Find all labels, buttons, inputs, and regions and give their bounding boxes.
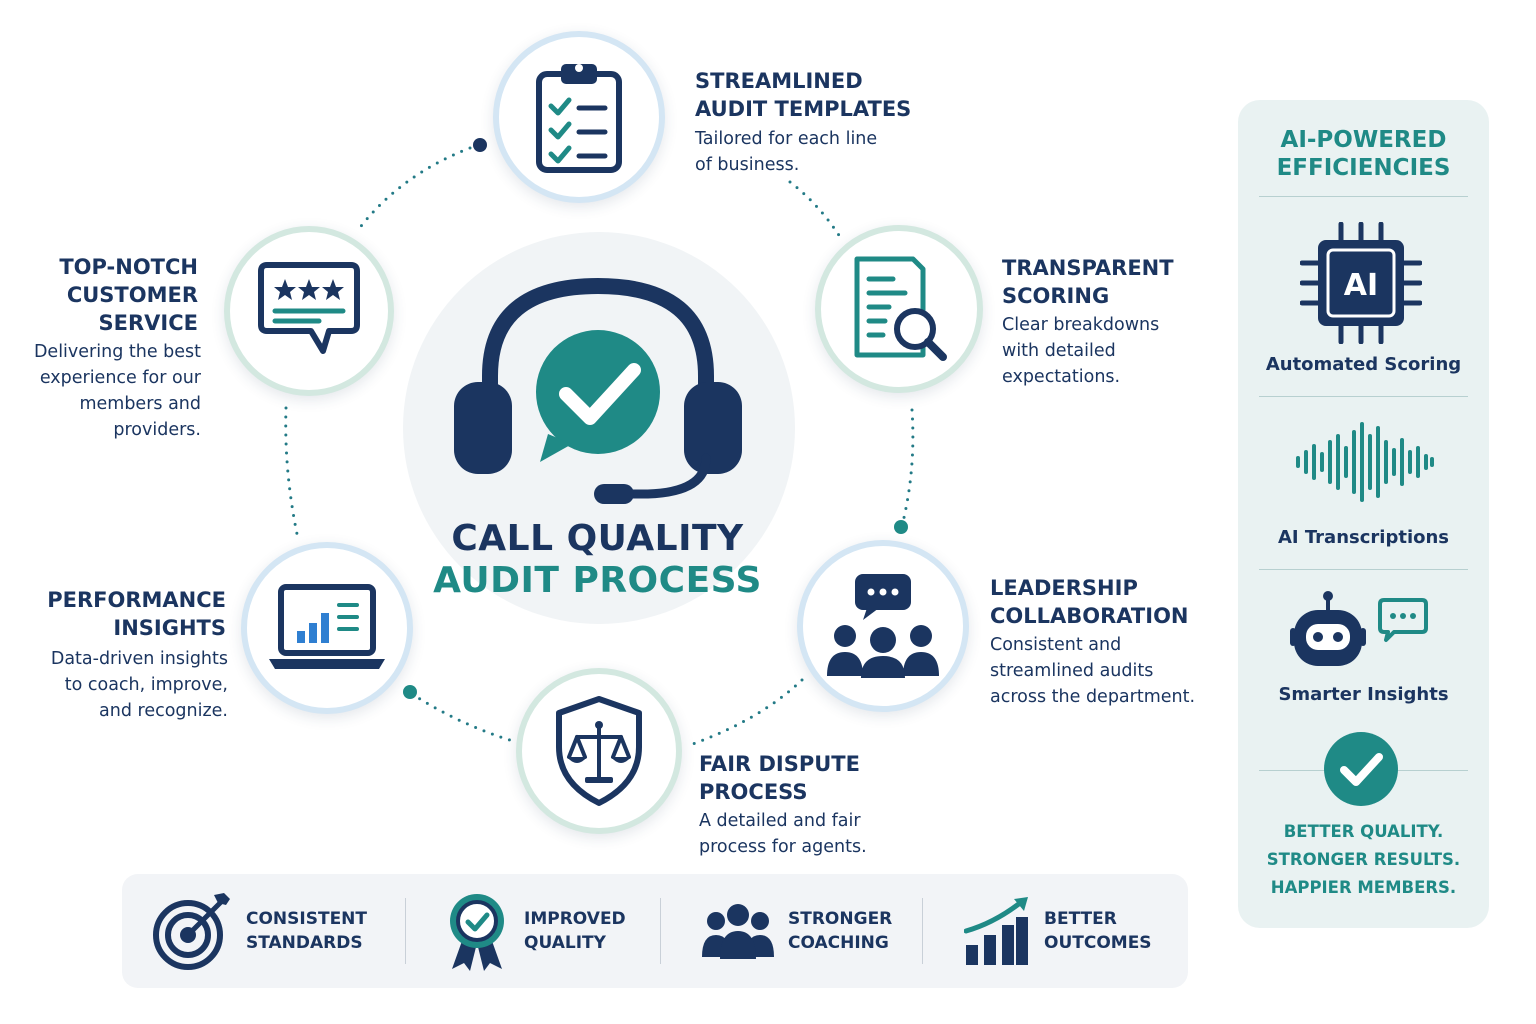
benefit-label: BETTER OUTCOMES: [1044, 909, 1152, 953]
node-fair-dispute-process: [516, 668, 682, 834]
node-transparent-scoring: [815, 225, 983, 393]
divider: [922, 898, 923, 964]
node-label-fair-dispute-process: FAIR DISPUTE PROCESS: [699, 752, 860, 804]
node-label-top-notch-customer-service: TOP-NOTCH CUSTOMER SERVICE: [59, 255, 198, 335]
check-circle-icon: [1324, 732, 1398, 806]
node-label-performance-insights: PERFORMANCE INSIGHTS: [47, 588, 226, 640]
node-label-transparent-scoring: TRANSPARENT SCORING: [1002, 256, 1174, 308]
benefit-better-outcomes: BETTER OUTCOMES: [964, 874, 1152, 988]
panel-divider: [1259, 569, 1468, 570]
node-label-leadership-collaboration: LEADERSHIP COLLABORATION: [990, 576, 1189, 628]
panel-tagline: BETTER QUALITY. STRONGER RESULTS. HAPPIE…: [1266, 822, 1461, 897]
target-arrow-icon: [153, 893, 230, 970]
panel-divider: [1259, 196, 1468, 197]
document-magnifier-icon: [854, 256, 947, 361]
node-top-notch-customer-service: [224, 226, 394, 396]
benefit-improved-quality: IMPROVED QUALITY: [444, 874, 626, 988]
benefit-label: STRONGER COACHING: [788, 909, 893, 953]
robot-chat-icon: [1290, 591, 1428, 666]
node-leadership-collaboration: [797, 540, 969, 712]
ai-chip-text: AI: [1344, 268, 1378, 303]
panel-divider: [1259, 396, 1468, 397]
node-desc-fair-dispute-process: A detailed and fair process for agents.: [699, 811, 867, 857]
sound-wave-icon: [1296, 422, 1434, 502]
panel-item-label: AI Transcriptions: [1277, 527, 1450, 548]
growth-chart-icon: [964, 897, 1028, 965]
divider: [660, 898, 661, 964]
node-desc-top-notch-customer-service: Delivering the best experience for our m…: [33, 342, 201, 440]
node-performance-insights: [241, 542, 413, 714]
rating-speech-icon: [258, 262, 360, 354]
benefit-label: IMPROVED QUALITY: [524, 909, 626, 953]
ai-chip-icon: AI: [1300, 222, 1422, 344]
benefit-consistent-standards: CONSISTENT STANDARDS: [152, 874, 367, 988]
divider: [405, 898, 406, 964]
diagram-title-line1: CALL QUALITY: [451, 518, 744, 559]
shield-scales-icon: [556, 696, 642, 806]
panel-item-label: Automated Scoring: [1265, 354, 1462, 375]
node-desc-streamlined-audit-templates: Tailored for each line of business.: [695, 129, 878, 175]
benefit-stronger-coaching: STRONGER COACHING: [702, 874, 892, 988]
team-chat-icon: [827, 574, 939, 678]
award-ribbon-icon: [450, 894, 504, 971]
clipboard-checklist-icon: [536, 64, 622, 173]
node-desc-performance-insights: Data-driven insights to coach, improve, …: [50, 649, 228, 721]
panel-item-label: Smarter Insights: [1278, 684, 1449, 705]
node-desc-transparent-scoring: Clear breakdowns with detailed expectati…: [1002, 315, 1160, 387]
laptop-chart-icon: [269, 584, 385, 669]
node-label-streamlined-audit-templates: STREAMLINED AUDIT TEMPLATES: [695, 69, 912, 121]
diagram-title-line2: AUDIT PROCESS: [433, 560, 762, 601]
group-icon: [702, 904, 774, 959]
benefit-label: CONSISTENT STANDARDS: [246, 909, 368, 953]
node-streamlined-audit-templates: [493, 31, 665, 203]
node-desc-leadership-collaboration: Consistent and streamlined audits across…: [990, 635, 1196, 707]
headset-check-icon: [454, 277, 742, 504]
panel-title: AI-POWERED EFFICIENCIES: [1276, 127, 1451, 181]
